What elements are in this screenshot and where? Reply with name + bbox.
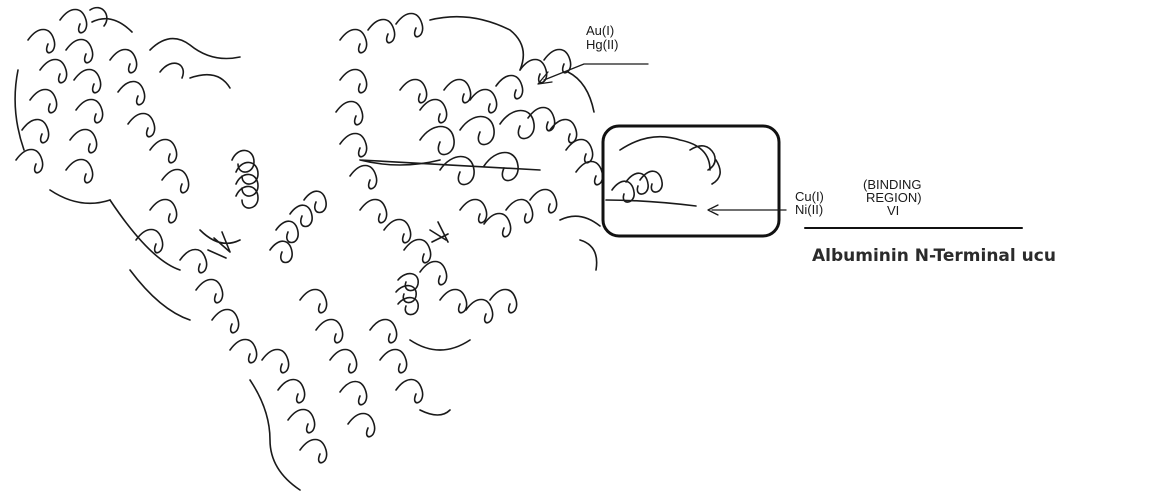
central-left-domain-helices	[110, 140, 375, 491]
binding-region-ribbon	[606, 137, 720, 206]
cu-ni-leader	[708, 205, 786, 215]
label-hg: Hg(II)	[586, 38, 619, 51]
label-ni: Ni(II)	[795, 203, 823, 216]
figure-caption: Albuminin N-Terminal ucu	[812, 246, 1056, 266]
left-domain-helices	[15, 8, 240, 204]
label-au: Au(I)	[586, 24, 614, 37]
label-vi: VI	[887, 204, 899, 217]
au-hg-leader	[538, 64, 648, 84]
right-domain-helices	[336, 14, 603, 416]
